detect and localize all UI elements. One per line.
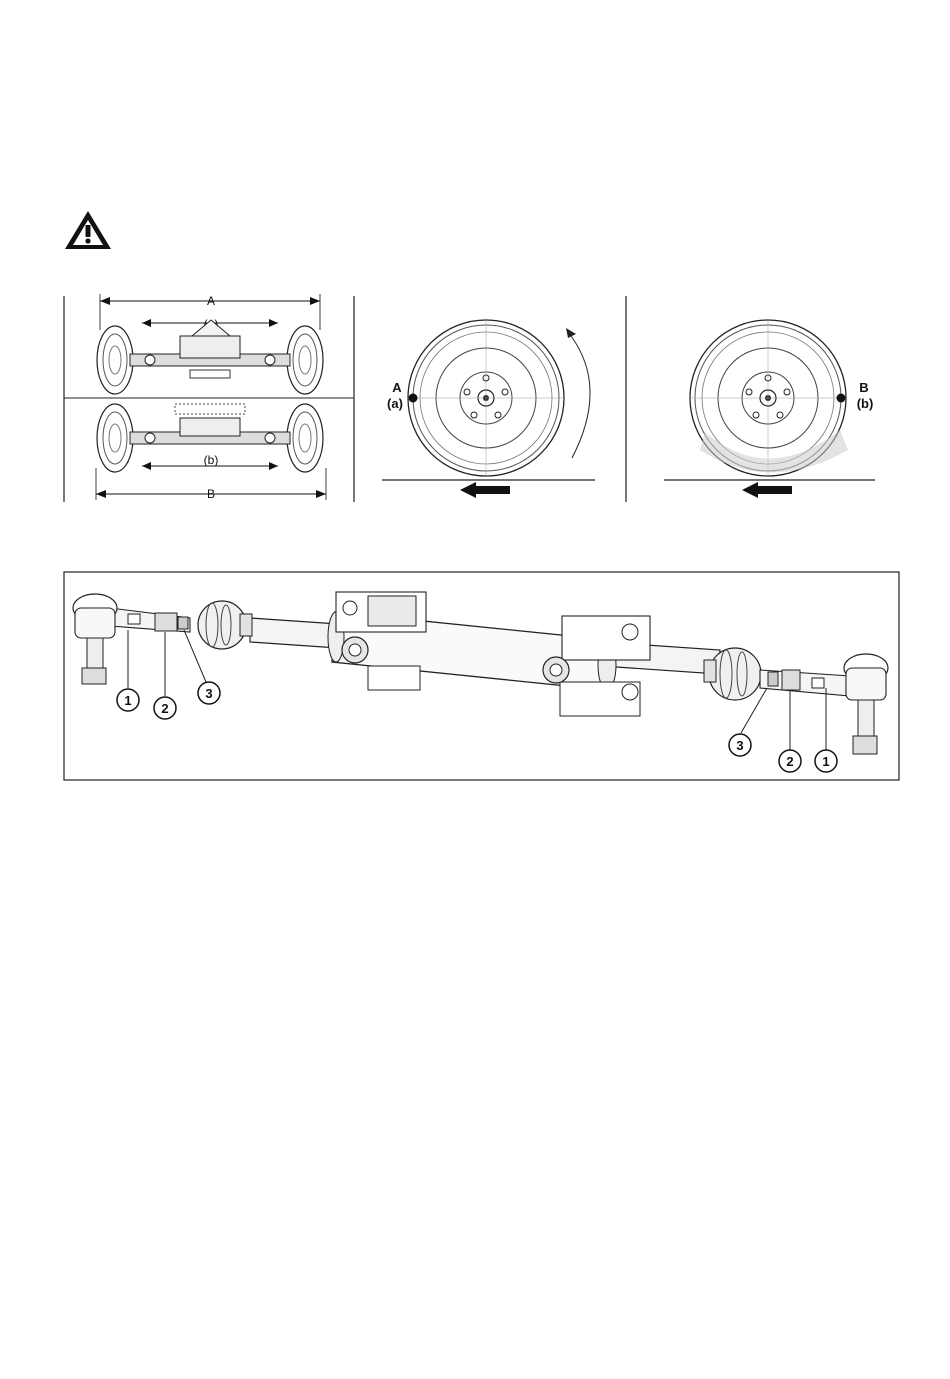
wheel-a-sub-label: (a) (387, 396, 403, 411)
tie-rod-figure: 1 2 3 3 2 1 (0, 570, 950, 785)
dim-b-label: B (207, 487, 215, 501)
upper-axle (97, 320, 323, 394)
callout-2-left: 2 (154, 697, 176, 719)
svg-text:3: 3 (736, 738, 743, 753)
mark-point-a (409, 394, 418, 403)
svg-text:1: 1 (124, 693, 131, 708)
dim-b-sub-label: (b) (204, 453, 219, 467)
wheel-a-diagram: A (a) (382, 320, 595, 498)
top-figure: A (a) (0, 290, 950, 510)
svg-text:2: 2 (786, 754, 793, 769)
direction-arrow-icon (460, 482, 510, 498)
wheel-a-label: A (392, 380, 402, 395)
direction-arrow-icon (742, 482, 792, 498)
callout-2-right: 2 (779, 750, 801, 772)
wheel-b-sub-label: (b) (857, 396, 874, 411)
wheel-b-label: B (859, 380, 868, 395)
callout-3-right: 3 (729, 734, 751, 756)
mark-point-b (837, 394, 846, 403)
callout-1-left: 1 (117, 689, 139, 711)
callout-3-left: 3 (198, 682, 220, 704)
wheel-b-diagram: B (b) (664, 320, 875, 498)
svg-text:1: 1 (822, 754, 829, 769)
svg-text:2: 2 (161, 701, 168, 716)
rotation-arrow-icon (566, 328, 576, 338)
warning-icon (62, 208, 114, 252)
callout-1-right: 1 (815, 750, 837, 772)
svg-text:3: 3 (205, 686, 212, 701)
dim-a-label: A (207, 294, 215, 308)
